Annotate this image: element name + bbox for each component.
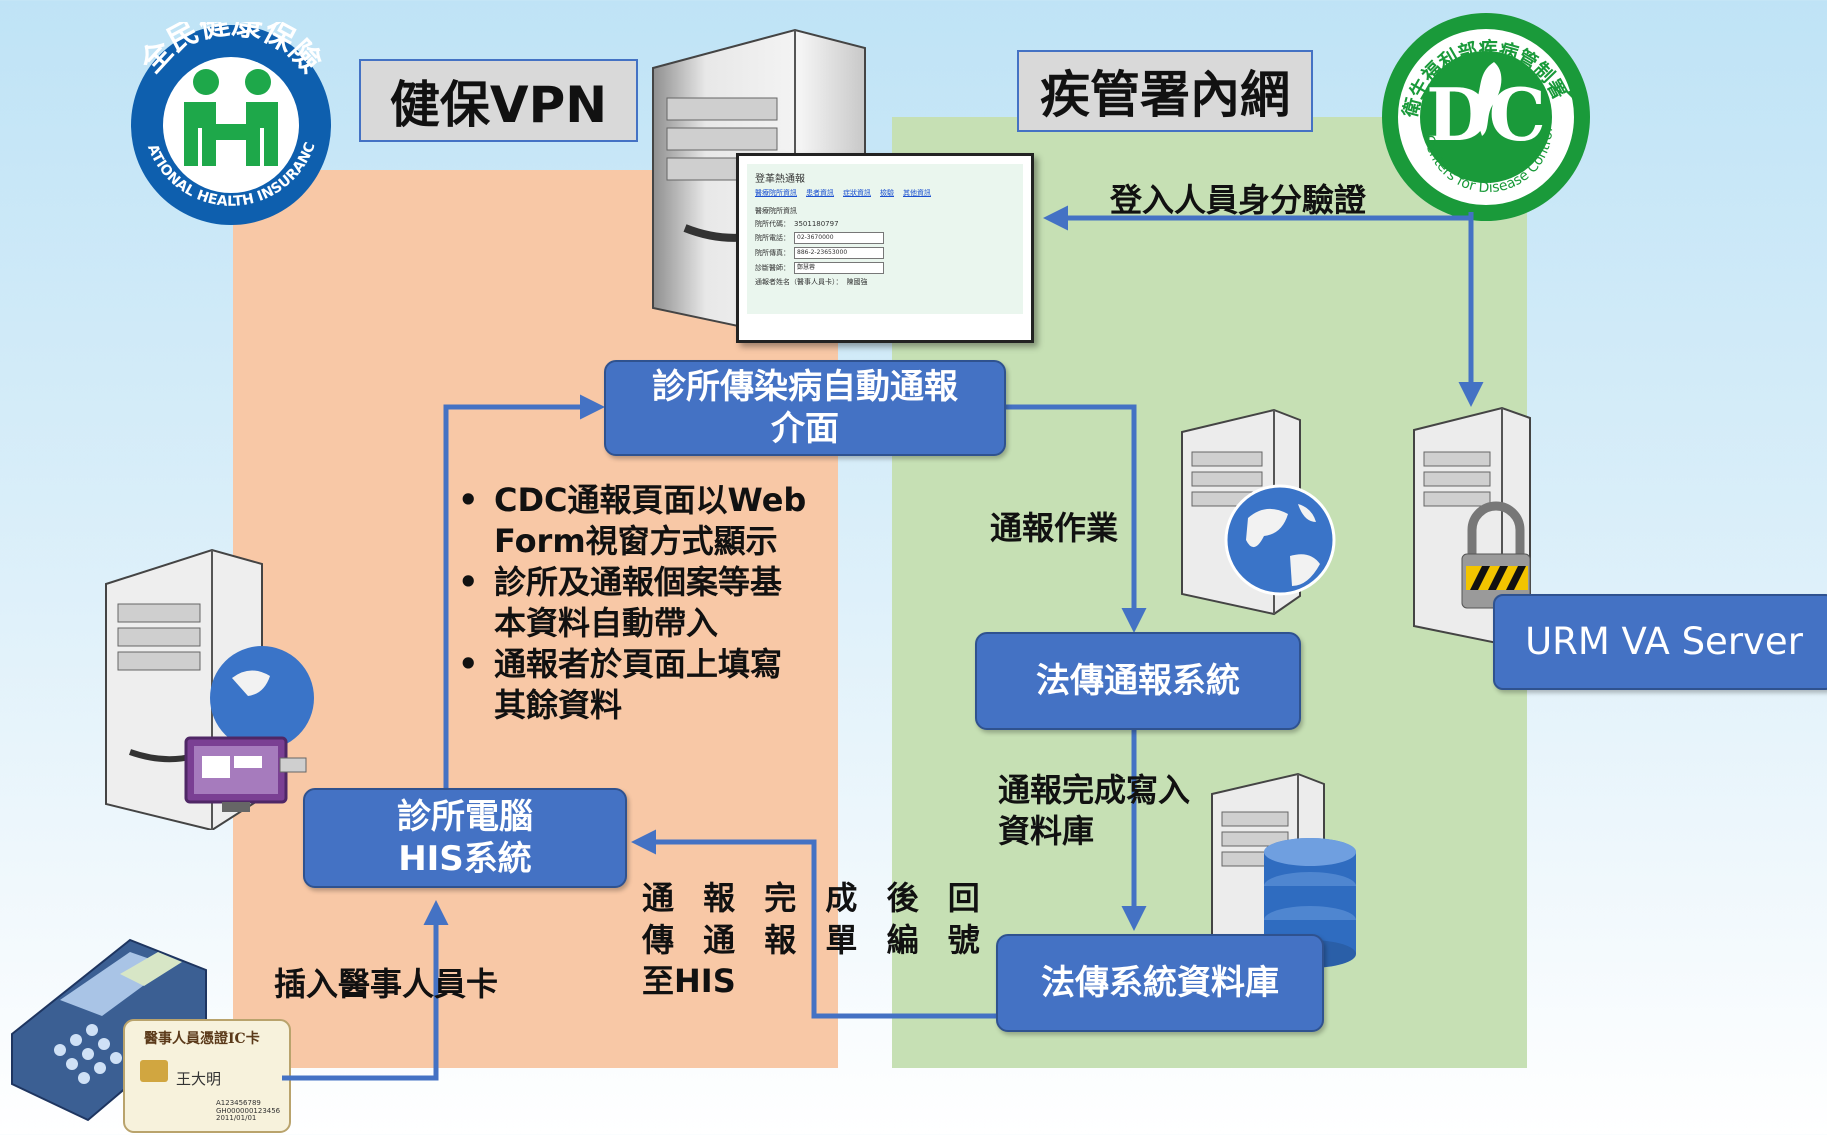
form-link[interactable]: 檢驗 — [880, 189, 894, 197]
ic-card-numbers: A123456789 GH000000123456 2011/01/01 — [216, 1099, 281, 1123]
bullet-line: Form視窗方式顯示 — [494, 521, 778, 560]
ic-card-title: 醫事人員憑證IC卡 — [144, 1031, 260, 1047]
urm-va-server-node[interactable]: URM VA Server — [1493, 594, 1827, 690]
his-node-line: HIS系統 — [398, 839, 532, 879]
interface-node-line: 介面 — [771, 409, 839, 449]
report-system-node[interactable]: 法傳通報系統 — [975, 632, 1301, 730]
form-row: 院所電話： 02-3670000 — [755, 232, 1015, 244]
insert-card-label: 插入醫事人員卡 — [274, 965, 499, 1003]
urm-server-lock-icon — [1413, 406, 1531, 646]
his-node[interactable]: 診所電腦 HIS系統 — [303, 788, 627, 888]
ic-card-number: 2011/01/01 — [216, 1114, 257, 1123]
return-number-line: 傳 通 報 單 編 號 — [642, 920, 989, 959]
form-section-heading: 醫療院所資訊 — [755, 207, 797, 215]
report-server-globe-icon — [1181, 408, 1336, 616]
form-row-label: 院所電話： — [755, 234, 790, 242]
his-node-line: 診所電腦 — [397, 796, 533, 837]
bullet-line: 診所及通報個案等基 — [494, 562, 783, 601]
report-operation-label: 通報作業 — [990, 509, 1119, 547]
bullet-line: 本資料自動帶入 — [494, 603, 719, 642]
form-row: 通報者姓名（醫事人員卡）： 陳國強 — [755, 277, 1015, 287]
interface-node-line: 診所傳染病自動通報 — [652, 366, 958, 407]
cdc-logo-icon: DC 衛生福利部疾病管制署 Centers for Disease Contro… — [1382, 13, 1590, 221]
form-row-value: 陳國強 — [846, 278, 868, 286]
form-link[interactable]: 患者資訊 — [806, 189, 834, 197]
report-system-label: 法傳通報系統 — [1036, 660, 1240, 701]
ic-card-name: 王大明 — [176, 1070, 222, 1088]
form-row-label: 診斷醫師： — [755, 264, 790, 272]
cdc-intranet-label: 疾管署內網 — [1017, 50, 1313, 132]
feature-bullets: CDC通報頁面以Web Form視窗方式顯示 診所及通報個案等基 本資料自動帶入… — [452, 480, 832, 726]
return-number-line: 通 報 完 成 後 回 — [642, 879, 989, 917]
form-link[interactable]: 其他資訊 — [903, 189, 931, 197]
form-title: 登革熱通報 — [755, 174, 805, 185]
database-node[interactable]: 法傳系統資料庫 — [996, 934, 1324, 1032]
urm-va-server-label: URM VA Server — [1525, 619, 1803, 663]
bullet-line: 通報者於頁面上填寫 — [494, 644, 783, 683]
bullet-item: CDC通報頁面以Web Form視窗方式顯示 — [452, 480, 832, 562]
vpn-label: 健保VPN — [359, 59, 638, 142]
write-db-line: 資料庫 — [998, 811, 1095, 850]
return-number-line: 至HIS — [642, 962, 736, 1001]
arrow-interface-to-report — [1004, 404, 1147, 633]
form-row-value: 3501180797 — [794, 220, 839, 228]
form-row: 院所傳真： 886-2-23653000 — [755, 247, 1015, 259]
form-link[interactable]: 症狀資訊 — [843, 189, 871, 197]
arrow-his-to-interface — [443, 394, 605, 788]
database-label: 法傳系統資料庫 — [1041, 962, 1279, 1003]
arrow-db-return-to-his — [631, 829, 996, 1019]
nhi-logo-icon: 全民健康保險 NATIONAL HEALTH INSURANCE — [118, 22, 331, 225]
form-row-label: 院所傳真： — [755, 249, 790, 257]
login-verify-label: 登入人員身分驗證 — [1110, 181, 1367, 219]
bullet-item: 診所及通報個案等基 本資料自動帶入 — [452, 562, 832, 644]
write-db-line: 通報完成寫入 — [998, 771, 1191, 809]
form-row: 診斷醫師： 鄭慧蓉 — [755, 262, 1015, 274]
bullet-line: 其餘資料 — [494, 685, 623, 724]
return-number-label: 通 報 完 成 後 回 傳 通 報 單 編 號 至HIS — [642, 878, 989, 1003]
form-input[interactable]: 鄭慧蓉 — [794, 262, 884, 274]
form-link[interactable]: 醫療院所資訊 — [755, 189, 797, 197]
database-server-icon — [1211, 772, 1356, 972]
bullet-line: CDC通報頁面以Web — [494, 481, 807, 519]
ic-card-number: A123456789 — [216, 1099, 261, 1107]
form-input[interactable]: 886-2-23653000 — [794, 247, 884, 259]
clinic-pc-icon — [105, 548, 314, 830]
bullet-item: 通報者於頁面上填寫 其餘資料 — [452, 644, 832, 726]
form-row-label: 院所代碼： — [755, 220, 790, 228]
interface-node[interactable]: 診所傳染病自動通報 介面 — [604, 360, 1006, 456]
form-input[interactable]: 02-3670000 — [794, 232, 884, 244]
form-row-label: 通報者姓名（醫事人員卡）： — [755, 278, 843, 286]
arrow-card-to-his — [282, 900, 449, 1081]
write-db-label: 通報完成寫入 資料庫 — [998, 770, 1190, 852]
card-reader-icon — [11, 938, 291, 1133]
web-form-window: 登革熱通報 醫療院所資訊 患者資訊 症狀資訊 檢驗 其他資訊 醫療院所資訊 院所… — [736, 153, 1034, 343]
ic-card-number: GH000000123456 — [216, 1106, 281, 1115]
form-row: 院所代碼： 3501180797 — [755, 219, 1015, 229]
